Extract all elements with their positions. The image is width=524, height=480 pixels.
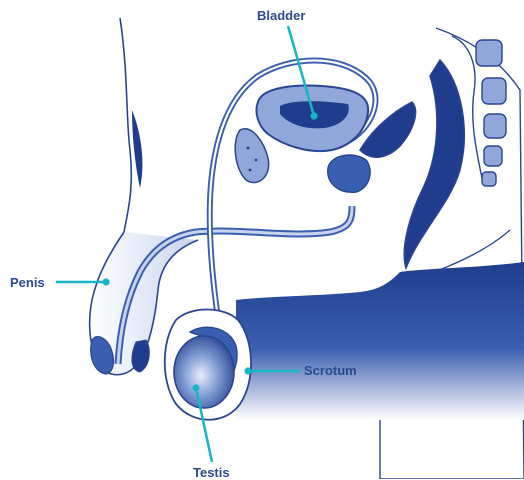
bladder-label: Bladder [257, 9, 305, 22]
rectum-shape [404, 60, 464, 268]
prostate-shape [328, 155, 370, 192]
testis-label: Testis [193, 466, 230, 479]
abdomen-outline [120, 18, 131, 232]
penis-leader-dot [102, 278, 109, 285]
testis-leader-dot [192, 384, 199, 391]
penis-label: Penis [10, 276, 45, 289]
vertebrae [476, 40, 506, 186]
scrotum-leader-dot [244, 367, 251, 374]
lower-body-mass [236, 262, 524, 420]
corpus-stripe [132, 110, 142, 188]
glans-lower-shape [132, 340, 149, 372]
bladder-leader-dot [310, 112, 317, 119]
pubic-bone [235, 129, 268, 183]
testis-shape [174, 336, 234, 408]
scrotum-label: Scrotum [304, 364, 357, 377]
